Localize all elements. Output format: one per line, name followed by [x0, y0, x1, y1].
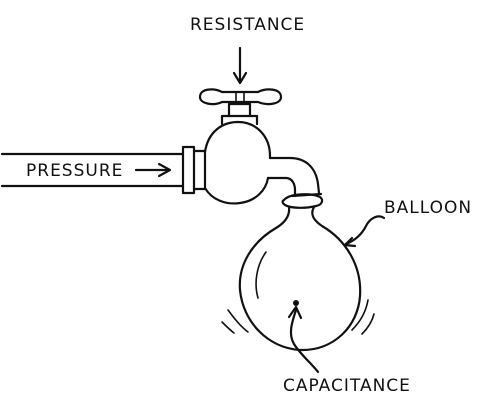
balloon-label: BALLOON [384, 198, 472, 218]
faucet-icon [198, 88, 323, 205]
balloon-icon [221, 193, 375, 352]
pipe-icon [0, 145, 207, 195]
resistance-arrow [232, 46, 248, 85]
resistance-label: RESISTANCE [190, 15, 305, 35]
pressure-arrow [134, 162, 172, 178]
balloon-center-dot [293, 300, 299, 306]
balloon-pointer [343, 215, 386, 248]
capacitance-pointer [287, 305, 320, 374]
pressure-label: PRESSURE [26, 161, 123, 181]
capacitance-label: CAPACITANCE [283, 376, 411, 396]
